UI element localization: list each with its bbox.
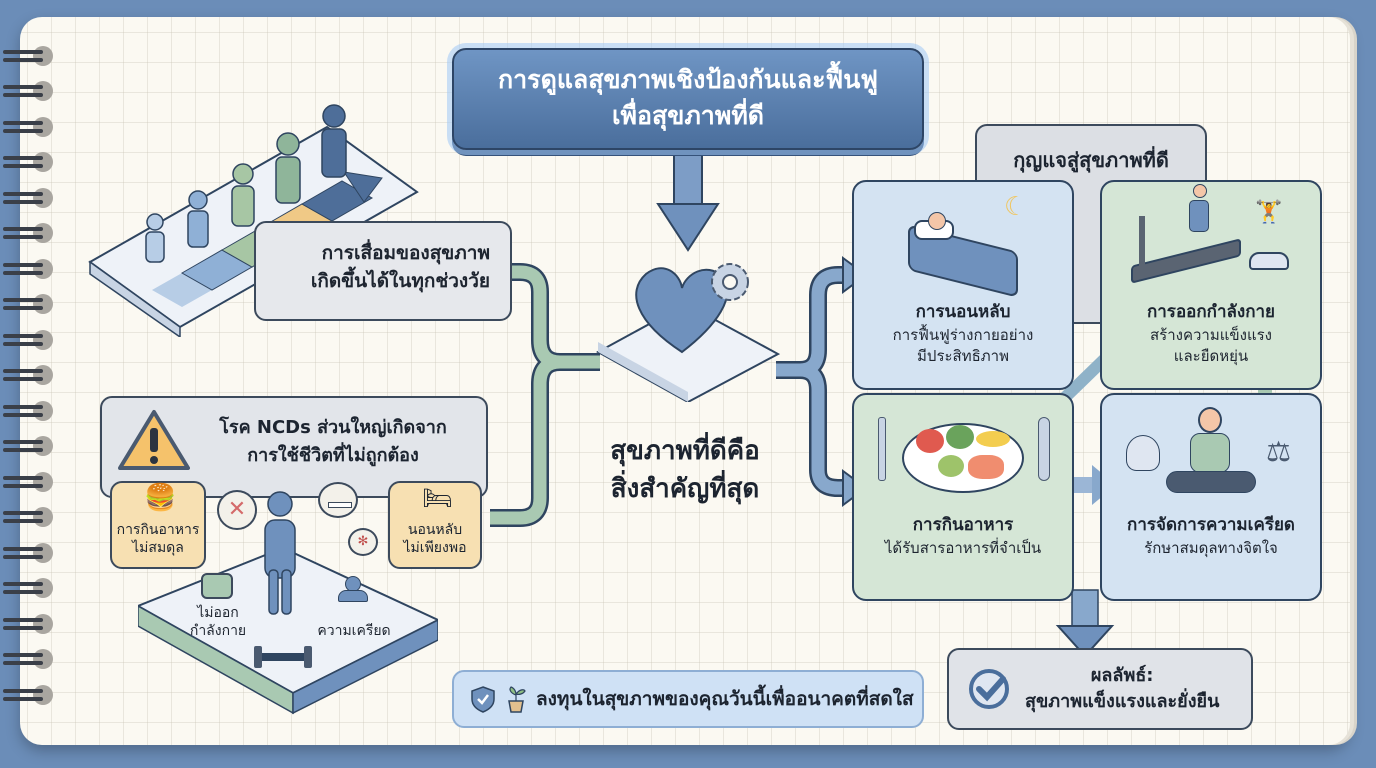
key-card-nutrition: การกินอาหาร ได้รับสารอาหารที่จำเป็น xyxy=(852,393,1074,601)
ring-icon xyxy=(3,187,53,209)
ring-icon xyxy=(3,329,53,351)
warning-icon xyxy=(118,410,190,470)
check-circle-icon xyxy=(969,669,1009,709)
title-line-1: การดูแลสุขภาพเชิงป้องกันและฟื้นฟู xyxy=(497,65,878,94)
shield-check-icon xyxy=(471,686,495,713)
ring-icon xyxy=(3,80,53,102)
factor-diet-bubble: 🍔 การกินอาหาร ไม่สมดุล xyxy=(110,481,206,569)
meditation-icon: ⚖ xyxy=(1116,395,1306,507)
ring-icon xyxy=(3,116,53,138)
ring-icon xyxy=(3,613,53,635)
ring-icon xyxy=(3,542,53,564)
key-card-stress: ⚖ การจัดการความเครียด รักษาสมดุลทางจิตใจ xyxy=(1100,393,1322,601)
key-stress-sub-1: รักษาสมดุลทางจิตใจ xyxy=(1144,539,1278,557)
healthy-plate-icon xyxy=(868,395,1058,507)
fork-icon xyxy=(878,417,886,481)
ring-icon xyxy=(3,151,53,173)
factor-sleep-bubble: 🛏 นอนหลับ ไม่เพียงพอ xyxy=(388,481,482,569)
ring-icon xyxy=(3,435,53,457)
ring-icon xyxy=(3,45,53,67)
center-line-1: สุขภาพที่ดีคือ xyxy=(610,436,760,466)
ring-icon xyxy=(3,648,53,670)
result-line-1: ผลลัพธ์: xyxy=(1090,665,1154,686)
key-sleep-sub-2: มีประสิทธิภาพ xyxy=(917,347,1009,365)
key-sleep-sub-1: การฟื้นฟูร่างกายอย่าง xyxy=(892,326,1034,344)
inactivity-label: ไม่ออก กำลังกาย xyxy=(180,604,256,640)
banner-text: ลงทุนในสุขภาพของคุณวันนี้เพื่ออนาคตที่สด… xyxy=(536,688,914,710)
key-exercise-title: การออกกำลังกาย xyxy=(1146,302,1276,322)
treadmill-runner-icon: 🏋 xyxy=(1121,182,1301,294)
key-sleep-title: การนอนหลับ xyxy=(915,302,1011,322)
food-icon: 🍔 xyxy=(144,483,177,513)
ncd-line-2: การใช้ชีวิตที่ไม่ถูกต้อง xyxy=(247,445,419,466)
center-line-2: สิ่งสำคัญที่สุด xyxy=(610,474,760,504)
ring-icon xyxy=(3,471,53,493)
key-exercise-sub-1: สร้างความแข็งแรง xyxy=(1149,326,1273,344)
key-stress-title: การจัดการความเครียด xyxy=(1127,515,1295,535)
ring-icon xyxy=(3,364,53,386)
brain-icon xyxy=(1126,435,1160,471)
sneaker-icon xyxy=(1249,252,1289,270)
ring-icon xyxy=(3,258,53,280)
inactivity-line-2: กำลังกาย xyxy=(189,623,247,639)
key-exercise-sub-2: และยืดหยุ่น xyxy=(1173,347,1249,365)
diet-line-1: การกินอาหาร xyxy=(116,522,200,538)
keys-title: กุญแจสู่สุขภาพที่ดี xyxy=(1013,148,1169,172)
aging-timeline-illustration xyxy=(88,104,419,337)
title-line-2: เพื่อสุขภาพที่ดี xyxy=(611,101,765,130)
dumbbell-icon: 🏋 xyxy=(1255,200,1283,225)
inactivity-line-1: ไม่ออก xyxy=(197,605,239,621)
ring-icon xyxy=(3,506,53,528)
aging-line-1: การเสื่อมของสุขภาพ xyxy=(321,242,490,264)
investment-banner: ลงทุนในสุขภาพของคุณวันนี้เพื่ออนาคตที่สด… xyxy=(452,670,924,728)
ring-icon xyxy=(3,222,53,244)
center-statement: สุขภาพที่ดีคือ สิ่งสำคัญที่สุด xyxy=(575,432,795,508)
ring-icon xyxy=(3,293,53,315)
key-nutrition-sub-1: ได้รับสารอาหารที่จำเป็น xyxy=(884,539,1042,557)
stress-headache-icon xyxy=(336,572,370,602)
ring-icon xyxy=(3,400,53,422)
key-nutrition-title: การกินอาหาร xyxy=(912,515,1014,535)
aging-callout: การเสื่อมของสุขภาพ เกิดขึ้นได้ในทุกช่วงว… xyxy=(254,221,512,321)
aging-line-2: เกิดขึ้นได้ในทุกช่วงวัย xyxy=(310,270,490,292)
diet-line-2: ไม่สมดุล xyxy=(132,540,184,556)
sleep-line-2: ไม่เพียงพอ xyxy=(403,540,467,556)
result-box: ผลลัพธ์: สุขภาพแข็งแรงและยั่งยืน xyxy=(947,648,1253,730)
sleeping-bed-icon: ☾ xyxy=(888,182,1038,298)
moon-icon: ☾ xyxy=(1004,192,1028,222)
sleep-line-1: นอนหลับ xyxy=(407,522,463,538)
no-x-icon: ✕ xyxy=(217,490,257,530)
stress-label: ความเครียด xyxy=(317,623,391,639)
no-smoking-icon xyxy=(318,482,358,518)
ring-icon xyxy=(3,577,53,599)
key-card-exercise: 🏋 การออกกำลังกาย สร้างความแข็งแรง และยืด… xyxy=(1100,180,1322,390)
heart-gear-platform xyxy=(596,263,780,402)
ring-icon xyxy=(3,684,53,706)
virus-icon: ✻ xyxy=(348,528,378,556)
balance-scale-icon: ⚖ xyxy=(1266,435,1292,468)
spoon-icon xyxy=(1038,417,1050,481)
bed-sleep-icon: 🛏 xyxy=(422,484,453,512)
person-icon xyxy=(264,491,296,615)
main-title-box: การดูแลสุขภาพเชิงป้องกันและฟื้นฟู เพื่อส… xyxy=(452,48,924,150)
plant-pot-icon xyxy=(508,686,526,713)
key-card-sleep: ☾ การนอนหลับ การฟื้นฟูร่างกายอย่าง มีประ… xyxy=(852,180,1074,390)
result-line-2: สุขภาพแข็งแรงและยั่งยืน xyxy=(1025,691,1220,712)
couch-icon xyxy=(201,573,233,599)
ncd-line-1: โรค NCDs ส่วนใหญ่เกิดจาก xyxy=(219,417,447,438)
